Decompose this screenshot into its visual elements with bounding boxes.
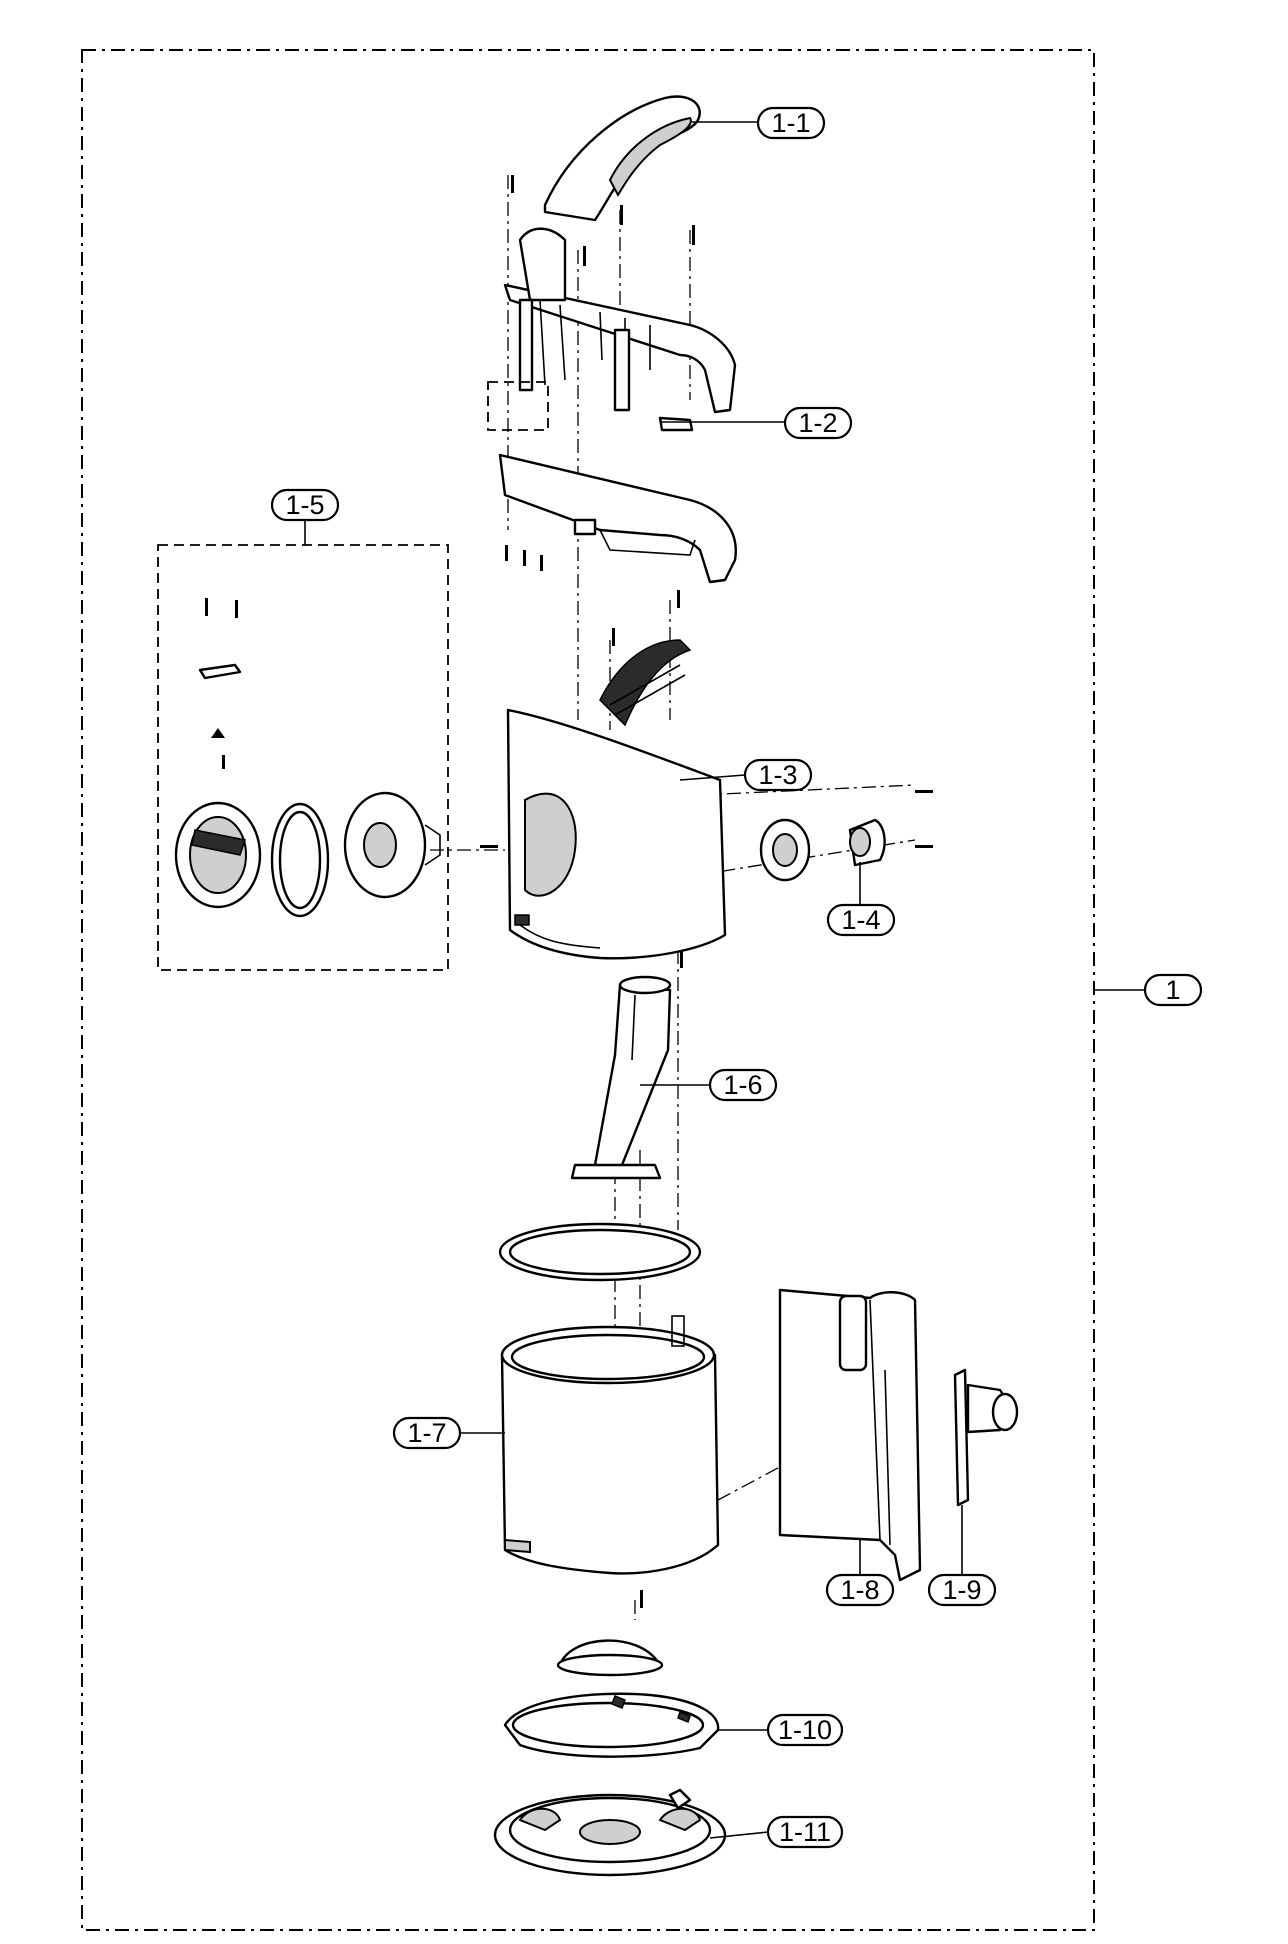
callout-1-9: 1-9 bbox=[927, 1573, 997, 1607]
part-1-8-bin-holder bbox=[778, 1288, 922, 1582]
part-1-6-inlet-duct bbox=[570, 975, 672, 1180]
callout-1-3-label: 1-3 bbox=[758, 760, 797, 790]
callout-1-8: 1-8 bbox=[825, 1573, 895, 1607]
part-1-5-filter-group bbox=[157, 544, 449, 971]
leader-lines bbox=[304, 121, 1145, 1839]
callout-1-1: 1-1 bbox=[756, 106, 826, 140]
callout-1-7-label: 1-7 bbox=[407, 1418, 446, 1448]
callout-assembly-label: 1 bbox=[1165, 975, 1180, 1005]
callout-1-1-label: 1-1 bbox=[771, 108, 810, 138]
callout-1-3: 1-3 bbox=[743, 758, 813, 792]
callout-assembly-1: 1 bbox=[1143, 973, 1203, 1007]
part-1-2-handle-frame bbox=[487, 227, 737, 432]
callout-1-5-label: 1-5 bbox=[285, 490, 324, 520]
callout-1-2: 1-2 bbox=[783, 406, 853, 440]
callout-1-10-label: 1-10 bbox=[778, 1715, 832, 1745]
part-1-4-outlet-fittings bbox=[759, 818, 886, 882]
callout-1-8-label: 1-8 bbox=[840, 1575, 879, 1605]
callout-1-7: 1-7 bbox=[392, 1416, 462, 1450]
part-1-1-handle-grip bbox=[543, 95, 701, 222]
callout-1-5: 1-5 bbox=[270, 488, 340, 522]
part-1-9-latch bbox=[953, 1368, 1019, 1507]
callout-1-11: 1-11 bbox=[766, 1815, 844, 1849]
callout-1-4: 1-4 bbox=[826, 903, 896, 937]
callout-1-6: 1-6 bbox=[708, 1068, 778, 1102]
part-1-10-filter-ring bbox=[503, 1639, 720, 1758]
callout-1-4-label: 1-4 bbox=[841, 905, 880, 935]
callout-1-11-label: 1-11 bbox=[779, 1817, 831, 1847]
screws bbox=[205, 175, 933, 1608]
part-1-7-dust-bin bbox=[500, 1315, 720, 1575]
callout-1-9-label: 1-9 bbox=[942, 1575, 981, 1605]
part-handle-lower-cover bbox=[498, 453, 737, 584]
part-seal-ring bbox=[498, 1222, 702, 1282]
part-1-3-cyclone-housing bbox=[506, 639, 727, 960]
part-1-11-bin-base bbox=[493, 1788, 727, 1877]
callout-1-2-label: 1-2 bbox=[798, 408, 837, 438]
callout-1-10: 1-10 bbox=[766, 1713, 844, 1747]
callout-1-6-label: 1-6 bbox=[723, 1070, 762, 1100]
